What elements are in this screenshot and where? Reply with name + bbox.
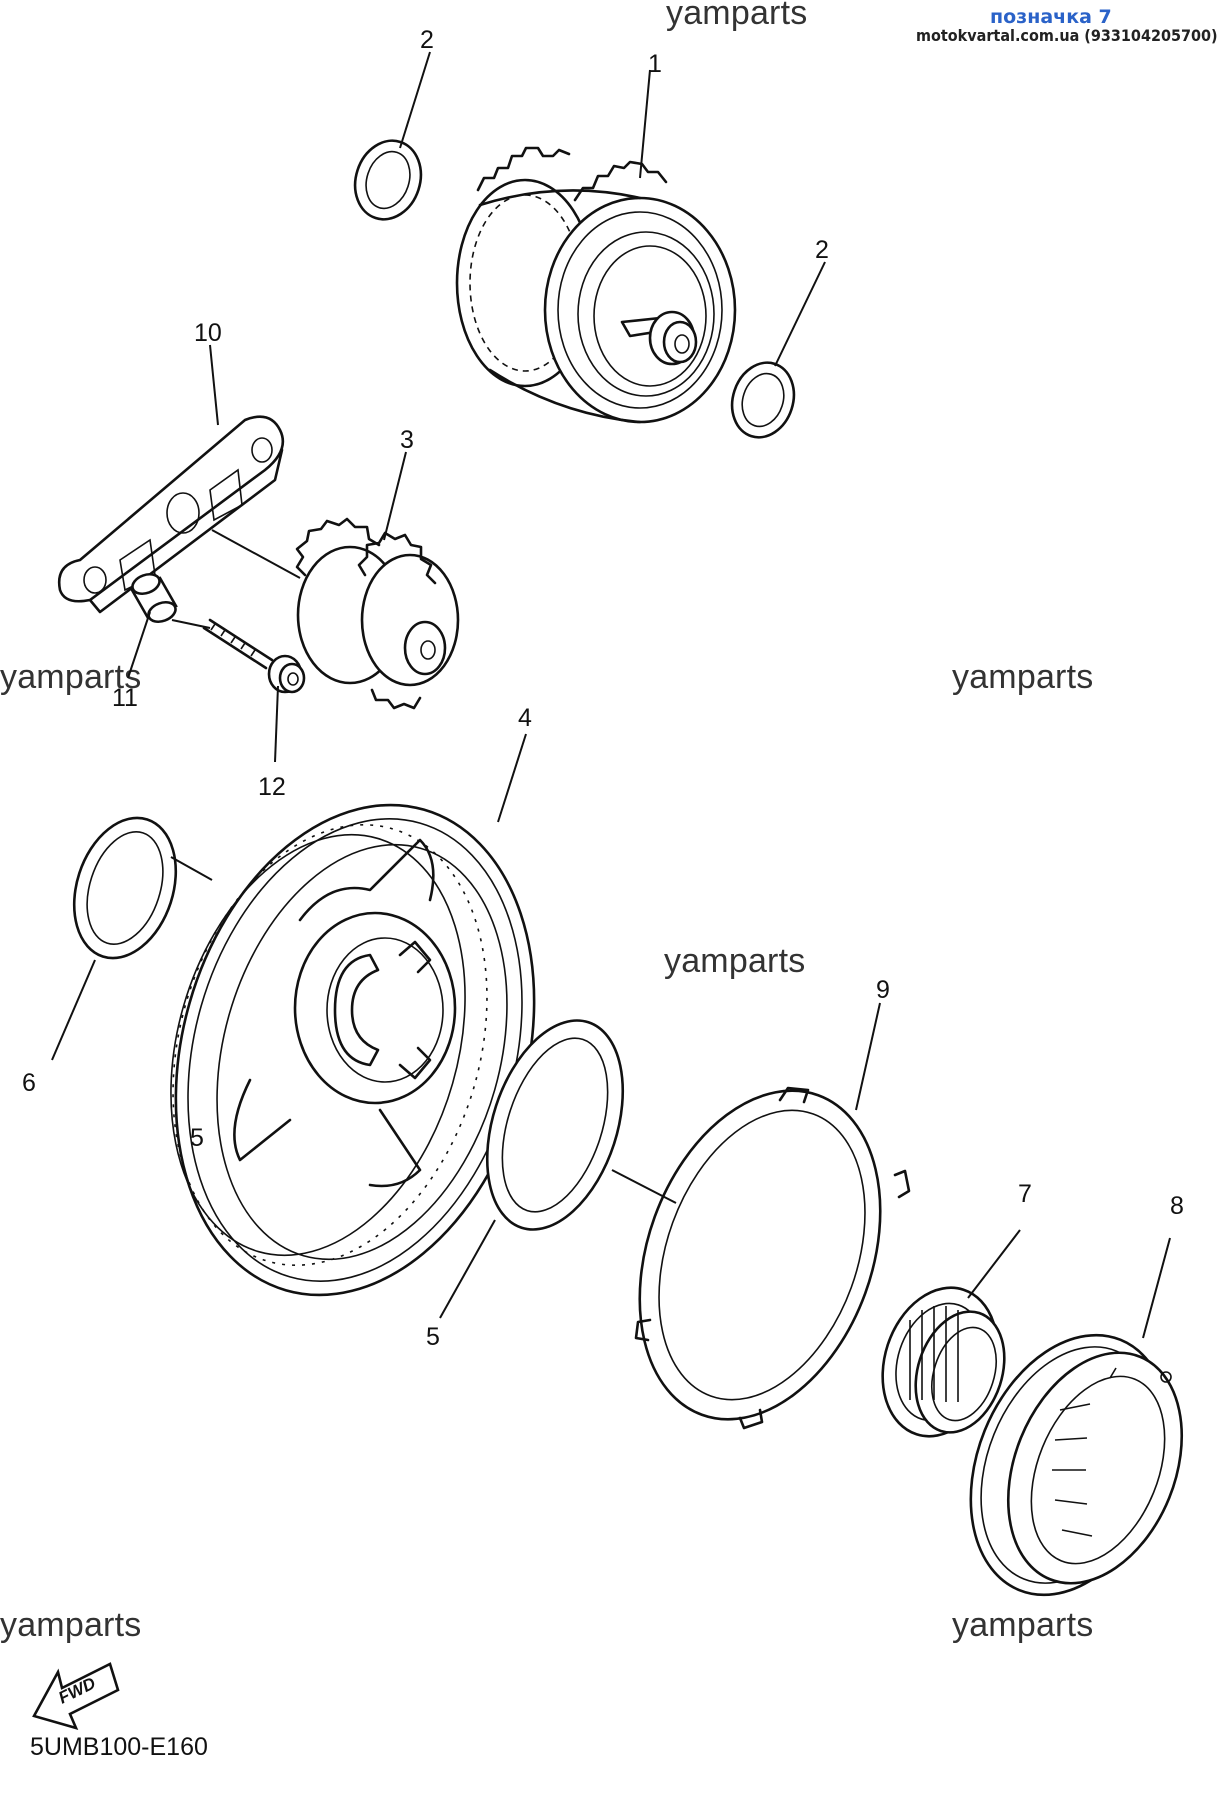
watermark-left-mid: yamparts — [0, 658, 142, 696]
part-2-washer-lower — [730, 361, 796, 439]
callout-4: 4 — [518, 704, 532, 732]
watermark-bottom-left: yamparts — [0, 1606, 142, 1644]
callout-1: 1 — [648, 50, 662, 78]
callout-11: 11 — [112, 684, 138, 712]
part-7-bearing — [881, 1286, 1006, 1438]
callout-12: 12 — [258, 773, 286, 801]
header-site: motokvartal.com.ua (933104205700) — [916, 26, 1218, 45]
callout-9: 9 — [876, 976, 890, 1004]
callout-3: 3 — [400, 426, 414, 454]
part-6-washer — [72, 816, 178, 960]
assembly-lines — [170, 529, 677, 1204]
part-5-washer — [485, 1019, 625, 1231]
part-12-bolt — [202, 618, 306, 694]
callout-6: 6 — [22, 1069, 36, 1097]
callout-5: 5 — [426, 1323, 440, 1351]
watermark-center: yamparts — [664, 942, 806, 980]
part-1-idler-gear — [455, 146, 737, 424]
watermark-bottom-right: yamparts — [952, 1606, 1094, 1644]
callout-8: 8 — [1170, 1192, 1184, 1220]
callout-5-hidden: 5 — [190, 1124, 204, 1152]
part-9-plate — [634, 1086, 911, 1430]
diagram-code: 5UMB100-E160 — [30, 1733, 208, 1761]
header-tag: позначка 7 — [990, 6, 1112, 28]
part-3-double-gear — [295, 517, 460, 710]
callout-2-lower: 2 — [815, 236, 829, 264]
watermark-right-mid: yamparts — [952, 658, 1094, 696]
leader-lines — [51, 51, 1171, 1339]
callout-2-upper: 2 — [420, 26, 434, 54]
watermark-top: yamparts — [666, 0, 808, 32]
part-10-plate — [57, 415, 285, 614]
part-8-starter-clutch — [969, 1333, 1184, 1597]
part-11-collar — [130, 572, 178, 624]
part-4-starter-wheel-gear — [170, 803, 536, 1297]
fwd-arrow-icon: FWD — [32, 1662, 120, 1731]
part-2-washer-upper — [353, 139, 423, 221]
callout-10: 10 — [194, 319, 222, 347]
callout-7: 7 — [1018, 1180, 1032, 1208]
